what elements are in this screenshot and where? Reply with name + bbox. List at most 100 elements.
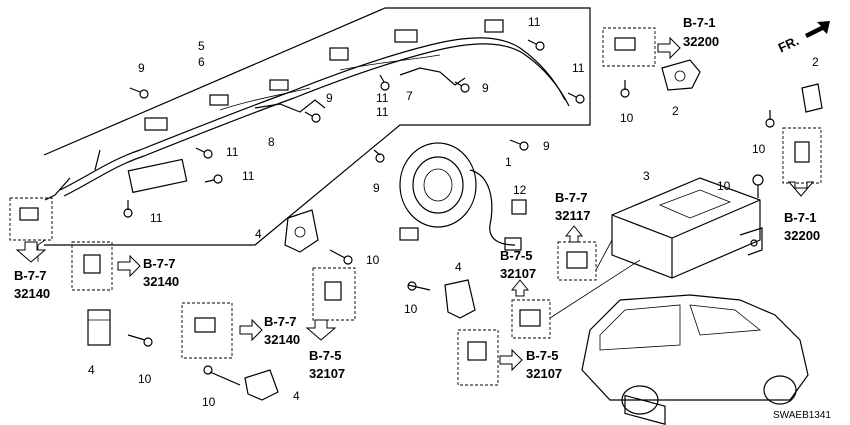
part-label-8: 8: [268, 135, 275, 149]
bolt-10-upper: [329, 249, 353, 265]
diagram-code: SWAEB1341: [773, 410, 831, 421]
svg-text:32107: 32107: [500, 266, 536, 281]
svg-text:32140: 32140: [264, 332, 300, 347]
connector-box-harness-end: [9, 197, 53, 241]
part-label-9-below: 9: [373, 181, 380, 195]
ref-arrows: [15, 36, 815, 372]
ref-b75-mid: B-7-5 32107: [309, 348, 345, 381]
cable-reel: [399, 142, 522, 251]
part-label-10-bottom: 10: [202, 395, 216, 409]
bolt-11-bottom: [123, 200, 133, 218]
harness-clip: [144, 117, 168, 131]
part-label-11-topright: 11: [572, 61, 585, 75]
ref-b75-bottom: B-7-5 32107: [526, 348, 562, 381]
bolt-11-left: [195, 147, 213, 159]
ref-b71-top: B-7-1 32200: [683, 15, 719, 49]
part-label-5: 5: [198, 39, 205, 53]
part-label-1: 1: [505, 155, 512, 169]
sensor-4-center: [444, 279, 476, 319]
svg-text:32117: 32117: [555, 208, 590, 223]
part-label-10-right: 10: [752, 142, 766, 156]
ref-b77-left2: B-7-7 32140: [143, 256, 179, 289]
sensor-4-left: [87, 309, 111, 346]
svg-text:B-7-7: B-7-7: [555, 190, 588, 205]
ref-b75-center: B-7-5 32107: [500, 248, 536, 281]
bolt-10-unit: [752, 174, 764, 198]
front-label: FR.: [776, 33, 801, 55]
side-sensor-top: [661, 59, 701, 91]
part-label-7: 7: [406, 89, 413, 103]
svg-text:B-7-7: B-7-7: [14, 268, 47, 283]
bolt-9-center: [304, 111, 321, 123]
bolt-9-right: [509, 139, 529, 151]
part-label-4-left: 4: [88, 363, 95, 377]
bolt-11-top: [527, 39, 545, 51]
ref-b77-center: B-7-7 32117: [555, 190, 590, 223]
part-label-9-left: 9: [138, 61, 145, 75]
svg-text:B-7-1: B-7-1: [784, 210, 817, 225]
ref-b77-left: B-7-7 32140: [14, 268, 50, 301]
part-label-6: 6: [198, 55, 205, 69]
part-label-10-upper: 10: [366, 253, 380, 267]
svg-text:32200: 32200: [683, 34, 719, 49]
bracket-8: [254, 99, 326, 113]
svg-text:32200: 32200: [784, 228, 820, 243]
connector-box-b77-left: [71, 241, 113, 291]
bolt-9-below: [373, 149, 385, 163]
connector-box-b77-center: [557, 241, 597, 281]
clip-12: [511, 199, 527, 215]
vehicle-outline: [581, 294, 809, 415]
svg-text:B-7-5: B-7-5: [526, 348, 559, 363]
svg-text:B-7-5: B-7-5: [500, 248, 533, 263]
connector-box-b77-mid: [181, 302, 233, 359]
bolt-10-center: [407, 281, 431, 291]
bolt-10-top: [620, 80, 630, 98]
connector-box-b71-right: [782, 127, 822, 184]
svg-text:B-7-5: B-7-5: [309, 348, 342, 363]
ref-b71-right: B-7-1 32200: [784, 210, 820, 243]
svg-text:32107: 32107: [526, 366, 562, 381]
part-label-9-mid: 9: [482, 81, 489, 95]
bolt-9-mid: [454, 81, 470, 93]
harness-connector-block: [127, 158, 188, 194]
cable-reel-connector: [399, 227, 419, 241]
bracket-7: [399, 67, 466, 86]
sensor-4-bottom: [244, 369, 279, 401]
bolt-10-left: [127, 334, 153, 347]
bolt-11-low: [204, 174, 223, 184]
bolt-10-bottom: [203, 365, 241, 386]
part-label-10-center: 10: [404, 302, 418, 316]
part-label-3: 3: [643, 169, 650, 183]
side-sensor-right: [801, 83, 823, 113]
part-label-11-mid: 11: [376, 91, 389, 105]
connector-box-b75-center: [511, 299, 551, 339]
connector-box-b71-top: [602, 27, 656, 67]
bolt-10-right: [765, 110, 775, 128]
part-label-12: 12: [513, 183, 527, 197]
bolt-11-topright: [567, 92, 585, 104]
bolt-11-mid: [379, 74, 390, 91]
svg-text:B-7-7: B-7-7: [264, 314, 297, 329]
part-label-9-center: 9: [326, 91, 333, 105]
part-label-4-bottom: 4: [293, 389, 300, 403]
svg-text:32140: 32140: [143, 274, 179, 289]
part-label-10-left: 10: [138, 372, 152, 386]
part-label-10-unit: 10: [717, 179, 731, 193]
svg-text:32140: 32140: [14, 286, 50, 301]
connector-box-b75-mid: [312, 267, 356, 321]
ref-b77-mid: B-7-7 32140: [264, 314, 300, 347]
harness-frame: [43, 7, 591, 246]
part-label-11-bottom: 11: [150, 211, 163, 225]
bolt-group: [123, 39, 585, 218]
svg-text:B-7-1: B-7-1: [683, 15, 716, 30]
part-label-11-center: 11: [376, 105, 389, 119]
part-label-4-upper: 4: [255, 227, 262, 241]
svg-text:32107: 32107: [309, 366, 345, 381]
part-label-2-top: 2: [672, 104, 679, 118]
front-direction-indicator: [805, 21, 830, 38]
part-label-4-center: 4: [455, 260, 462, 274]
main-wire-harness: [44, 19, 570, 201]
bolt-9-left: [129, 87, 149, 99]
